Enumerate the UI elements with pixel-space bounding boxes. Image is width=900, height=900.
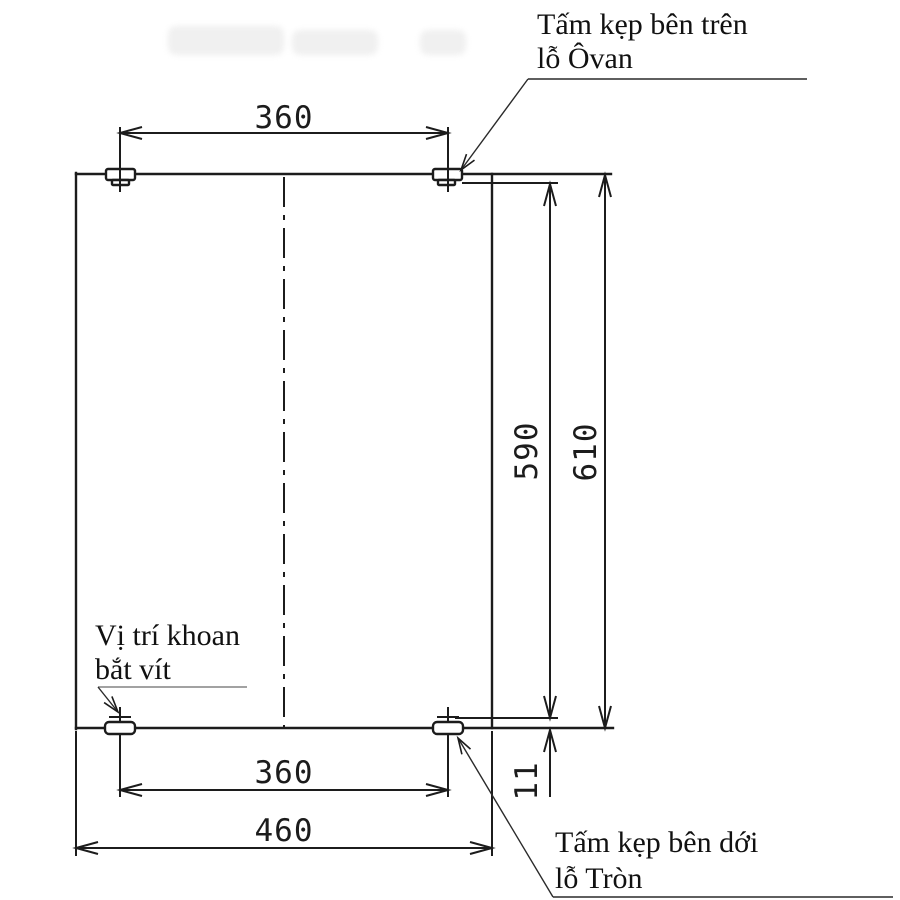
arrowhead-top bbox=[543, 180, 557, 207]
dimension-value: 610 bbox=[568, 423, 604, 482]
leader-arrowhead bbox=[459, 153, 475, 173]
clip-body bbox=[431, 720, 465, 736]
dimension-value: 360 bbox=[255, 100, 314, 136]
arrowhead-right bbox=[469, 841, 496, 855]
bottom-clip-annotation: Tấm kẹp bên dới lỗ Tròn bbox=[456, 735, 893, 898]
dimension-value: 460 bbox=[255, 813, 314, 849]
annotation-text-line1: Tấm kẹp bên dới bbox=[555, 826, 758, 859]
watermark-ghost bbox=[168, 26, 284, 55]
top-clip-annotation: Tấm kẹp bên trên lỗ Ôvan bbox=[459, 8, 807, 173]
annotation-text-line2: lỗ Ôvan bbox=[537, 42, 633, 75]
top-right-clip bbox=[431, 167, 464, 187]
annotation-text-line1: Vị trí khoan bbox=[95, 619, 240, 652]
watermark-ghost bbox=[420, 30, 466, 55]
arrowhead-bottom bbox=[543, 695, 557, 722]
dimension-overall-width: 460 bbox=[72, 731, 496, 856]
arrowhead-up bbox=[543, 726, 557, 753]
watermark-ghost bbox=[292, 30, 378, 55]
leader-arrowhead bbox=[456, 735, 472, 755]
dimension-top-width: 360 bbox=[116, 100, 452, 192]
dimension-bottom-width: 360 bbox=[116, 755, 452, 797]
leader-arrowhead bbox=[103, 696, 120, 715]
arrowhead-right bbox=[425, 126, 452, 140]
mirror-panel-outline bbox=[74, 171, 615, 731]
annotation-text-line2: bắt vít bbox=[95, 653, 171, 686]
dimension-value: 590 bbox=[509, 422, 545, 481]
dimension-bottom-offset: 11 bbox=[509, 726, 557, 801]
leader-line bbox=[457, 737, 554, 898]
dimension-value: 11 bbox=[509, 761, 545, 800]
arrowhead-left bbox=[116, 126, 143, 140]
dimension-overall-height: 610 bbox=[568, 171, 612, 732]
dimension-value: 360 bbox=[255, 755, 314, 791]
clip-body bbox=[103, 720, 137, 736]
arrowhead-left bbox=[72, 841, 99, 855]
leader-line bbox=[97, 686, 119, 713]
clip-tab bbox=[436, 178, 457, 187]
screw-position-annotation: Vị trí khoan bắt vít bbox=[95, 619, 247, 715]
leader-line bbox=[460, 78, 529, 171]
bottom-left-clip bbox=[103, 707, 137, 797]
arrowhead-right bbox=[425, 783, 452, 797]
arrowhead-left bbox=[116, 783, 143, 797]
dimension-hole-spacing: 590 bbox=[455, 180, 558, 722]
arrowhead-top bbox=[598, 171, 612, 198]
arrowhead-bottom bbox=[598, 705, 612, 732]
annotation-text-line1: Tấm kẹp bên trên bbox=[537, 8, 748, 41]
bottom-right-clip bbox=[431, 707, 465, 797]
annotation-text-line2: lỗ Tròn bbox=[555, 862, 643, 895]
